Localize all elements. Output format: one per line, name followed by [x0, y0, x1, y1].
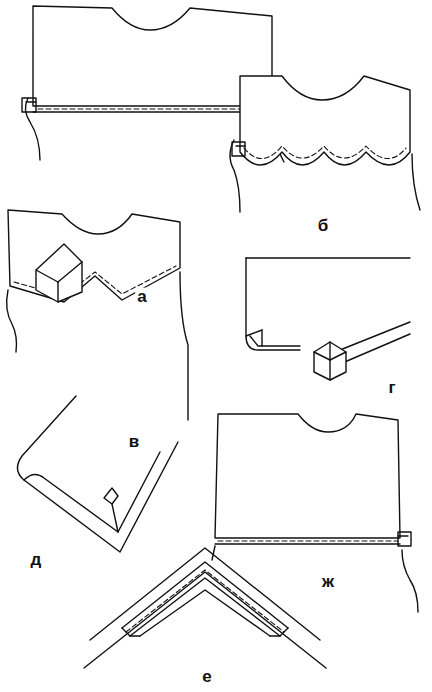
figure-letter: в — [127, 433, 141, 452]
figure-d — [246, 258, 410, 380]
figure-f — [212, 414, 418, 612]
figure-letter: ж — [320, 573, 336, 592]
figure-c — [7, 210, 188, 420]
figure-letter: б — [316, 217, 331, 236]
figure-letter: д — [29, 551, 44, 570]
figure-letter: г — [386, 379, 397, 398]
figure-letter: е — [200, 668, 213, 687]
figure-e — [17, 396, 178, 552]
figure-b — [230, 76, 420, 212]
figure-letter: а — [135, 288, 148, 307]
figure-g — [84, 548, 326, 668]
